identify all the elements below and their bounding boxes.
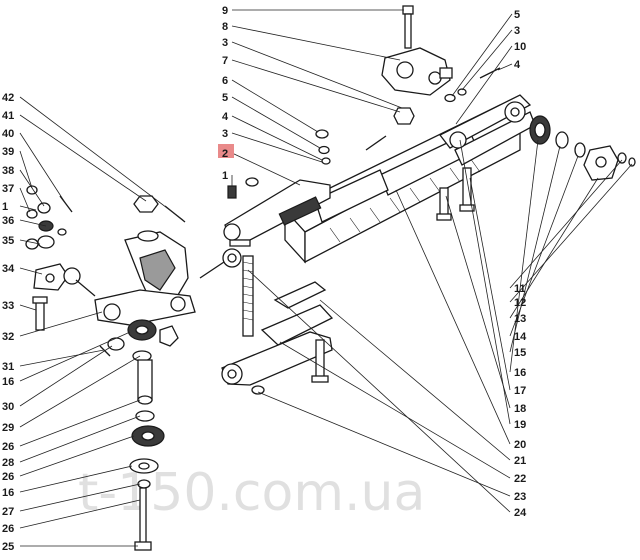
callouts-top: 9 8 3 7 6 5 4 3 2 1 bbox=[222, 5, 229, 182]
knuckle-body bbox=[94, 230, 196, 326]
callout-left-13: 31 bbox=[2, 361, 14, 373]
callout-right-11: 17 bbox=[514, 385, 526, 397]
callout-right-17: 23 bbox=[514, 491, 526, 503]
upper-bracket bbox=[381, 47, 453, 96]
callout-right-1: 5 bbox=[514, 9, 520, 21]
callout-top-7: 4 bbox=[222, 111, 229, 123]
callout-left-10: 34 bbox=[2, 263, 15, 275]
callout-left-16: 29 bbox=[2, 422, 14, 434]
callout-top-3: 3 bbox=[222, 37, 228, 49]
callout-right-7: 13 bbox=[514, 313, 526, 325]
callout-left-17: 26 bbox=[2, 441, 14, 453]
right-hardware bbox=[444, 67, 636, 181]
vertical-bolts bbox=[242, 167, 475, 337]
callout-left-23: 25 bbox=[2, 541, 14, 553]
upper-plate bbox=[223, 179, 331, 247]
callout-right-3: 10 bbox=[514, 41, 526, 53]
tie-rod bbox=[199, 248, 242, 279]
callouts-left: 42 41 40 39 38 37 1 36 35 34 33 32 31 16 30 29 26 28 26 16 2… bbox=[2, 92, 15, 553]
callout-left-11: 33 bbox=[2, 300, 14, 312]
callout-left-22: 26 bbox=[2, 523, 14, 535]
callout-left-2: 41 bbox=[2, 110, 14, 122]
callout-left-19: 26 bbox=[2, 471, 14, 483]
callout-left-7: 1 bbox=[2, 201, 8, 213]
callout-top-4: 7 bbox=[222, 55, 228, 67]
callout-right-18: 24 bbox=[514, 507, 527, 519]
callout-left-3: 40 bbox=[2, 128, 14, 140]
callout-top-8: 3 bbox=[222, 128, 228, 140]
lower-plates bbox=[221, 281, 334, 395]
callout-left-5: 38 bbox=[2, 165, 14, 177]
callout-top-2: 8 bbox=[222, 21, 228, 33]
callout-right-14: 20 bbox=[514, 439, 526, 451]
callout-top-6: 5 bbox=[222, 92, 228, 104]
callout-left-4: 39 bbox=[2, 146, 14, 158]
callout-right-8: 14 bbox=[514, 331, 527, 343]
small-hardware-top bbox=[227, 107, 415, 199]
callout-top-10: 1 bbox=[222, 170, 228, 182]
callout-left-18: 28 bbox=[2, 457, 14, 469]
callout-right-15: 21 bbox=[514, 455, 526, 467]
callout-top-1: 9 bbox=[222, 5, 228, 17]
callout-right-6: 12 bbox=[514, 297, 526, 309]
callout-left-20: 16 bbox=[2, 487, 14, 499]
callout-left-8: 36 bbox=[2, 215, 14, 227]
callout-right-12: 18 bbox=[514, 403, 526, 415]
kingpin-stack bbox=[99, 319, 179, 551]
callout-left-14: 16 bbox=[2, 376, 14, 388]
callout-right-13: 19 bbox=[514, 419, 526, 431]
callout-left-1: 42 bbox=[2, 92, 14, 104]
callout-left-9: 35 bbox=[2, 235, 14, 247]
callouts-right: 5 3 10 4 11 12 13 14 15 16 17 18 19 20 21 22 23 24 bbox=[514, 9, 527, 519]
watermark-text: t-150.com.ua bbox=[78, 463, 425, 523]
callout-left-12: 32 bbox=[2, 331, 14, 343]
callout-right-16: 22 bbox=[514, 473, 526, 485]
callout-left-21: 27 bbox=[2, 506, 14, 518]
top-bolt bbox=[402, 5, 414, 49]
callout-top-5: 6 bbox=[222, 75, 228, 87]
callout-right-2: 3 bbox=[514, 25, 520, 37]
leader-lines bbox=[19, 9, 633, 547]
left-hardware bbox=[25, 185, 186, 331]
main-beam bbox=[283, 94, 536, 264]
callout-right-5: 11 bbox=[514, 283, 526, 295]
callout-right-10: 16 bbox=[514, 367, 526, 379]
callout-top-9: 2 bbox=[222, 148, 228, 160]
callout-right-4: 4 bbox=[514, 59, 521, 71]
callout-right-9: 15 bbox=[514, 347, 526, 359]
highlight-box bbox=[218, 144, 234, 158]
callout-left-6: 37 bbox=[2, 183, 14, 195]
callout-left-15: 30 bbox=[2, 401, 14, 413]
